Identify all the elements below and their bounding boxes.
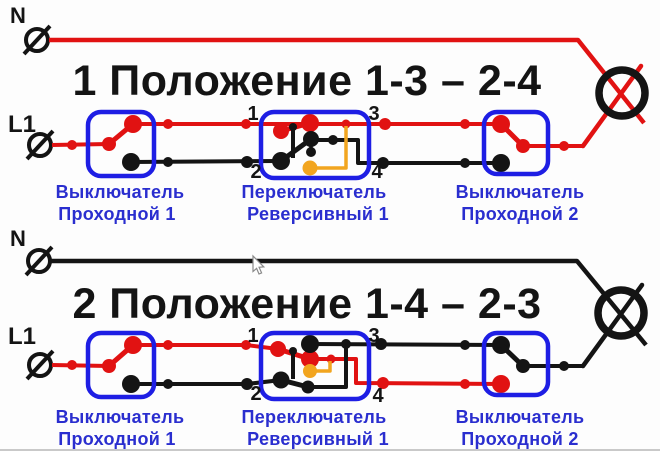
switch1-box-1: [85, 109, 157, 179]
contact-2-label-p2: 2: [250, 383, 261, 405]
switch2-box-2: [481, 330, 551, 398]
switch2-caption-line2-p2: Проходной 2: [461, 429, 578, 449]
position-1-title: 1 Положение 1-3 – 2-4: [72, 57, 541, 105]
contact-1-label-p2: 1: [247, 325, 258, 347]
switch2-caption-line1-p1: Выключатель: [456, 182, 585, 202]
diagram-position-1: N 1 Положение 1-3 – 2-4 L1: [8, 3, 649, 224]
live-path-1: [51, 63, 644, 153]
crossover-caption-line1-p1: Переключатель: [242, 182, 387, 202]
contact-2-label-p1: 2: [250, 161, 261, 183]
switch2-caption-line2-p1: Проходной 2: [461, 204, 578, 224]
lamp-icon-2: [594, 286, 648, 340]
contact-1-label-p1: 1: [247, 103, 258, 125]
switch1-caption-line1-p2: Выключатель: [56, 407, 185, 427]
contact-3-label-p1: 3: [368, 103, 379, 125]
live-path-2: [51, 336, 510, 393]
line-terminal-label-2: L1: [8, 323, 36, 350]
switch1-caption-line2-p1: Проходной 1: [58, 204, 175, 224]
crossover-caption-line2-p2: Реверсивный 1: [247, 429, 389, 449]
mouse-cursor: [252, 254, 266, 275]
position-2-title: 2 Положение 1-4 – 2-3: [72, 280, 541, 328]
contact-4-label-p2: 4: [372, 385, 384, 407]
switch2-caption-line1-p2: Выключатель: [456, 407, 585, 427]
line-terminal-icon-2: [25, 349, 55, 381]
neutral-terminal-label-1: N: [10, 3, 26, 28]
switch2-box-1: [481, 109, 551, 177]
diagram-position-2: N 2 Положение 1-4 – 2-3 L1: [8, 226, 648, 449]
crossover-internal-link-1: [302, 126, 348, 176]
neutral-terminal-label-2: N: [10, 226, 26, 251]
lamp-icon-1: [595, 66, 649, 120]
contact-3-label-p2: 3: [368, 325, 379, 347]
return-path-2: [122, 282, 645, 394]
return-path-1: [122, 123, 510, 172]
crossover-caption-line2-p1: Реверсивный 1: [247, 204, 389, 224]
crossover-caption-line1-p2: Переключатель: [242, 407, 387, 427]
neutral-wire-2: [51, 258, 648, 347]
contact-4-label-p1: 4: [371, 161, 383, 183]
switch1-caption-line2-p2: Проходной 1: [58, 429, 175, 449]
line-terminal-icon-1: [25, 129, 55, 161]
neutral-terminal-icon-2: [24, 245, 54, 277]
line-terminal-label-1: L1: [8, 111, 36, 138]
neutral-terminal-icon-1: [22, 24, 52, 56]
crossover-switch-box-1: [258, 109, 372, 181]
switch1-box-2: [85, 330, 157, 400]
switch1-caption-line1-p1: Выключатель: [56, 182, 185, 202]
crossover-switch-box-2: [258, 330, 372, 402]
crossover-internal-link-2: [303, 361, 332, 378]
